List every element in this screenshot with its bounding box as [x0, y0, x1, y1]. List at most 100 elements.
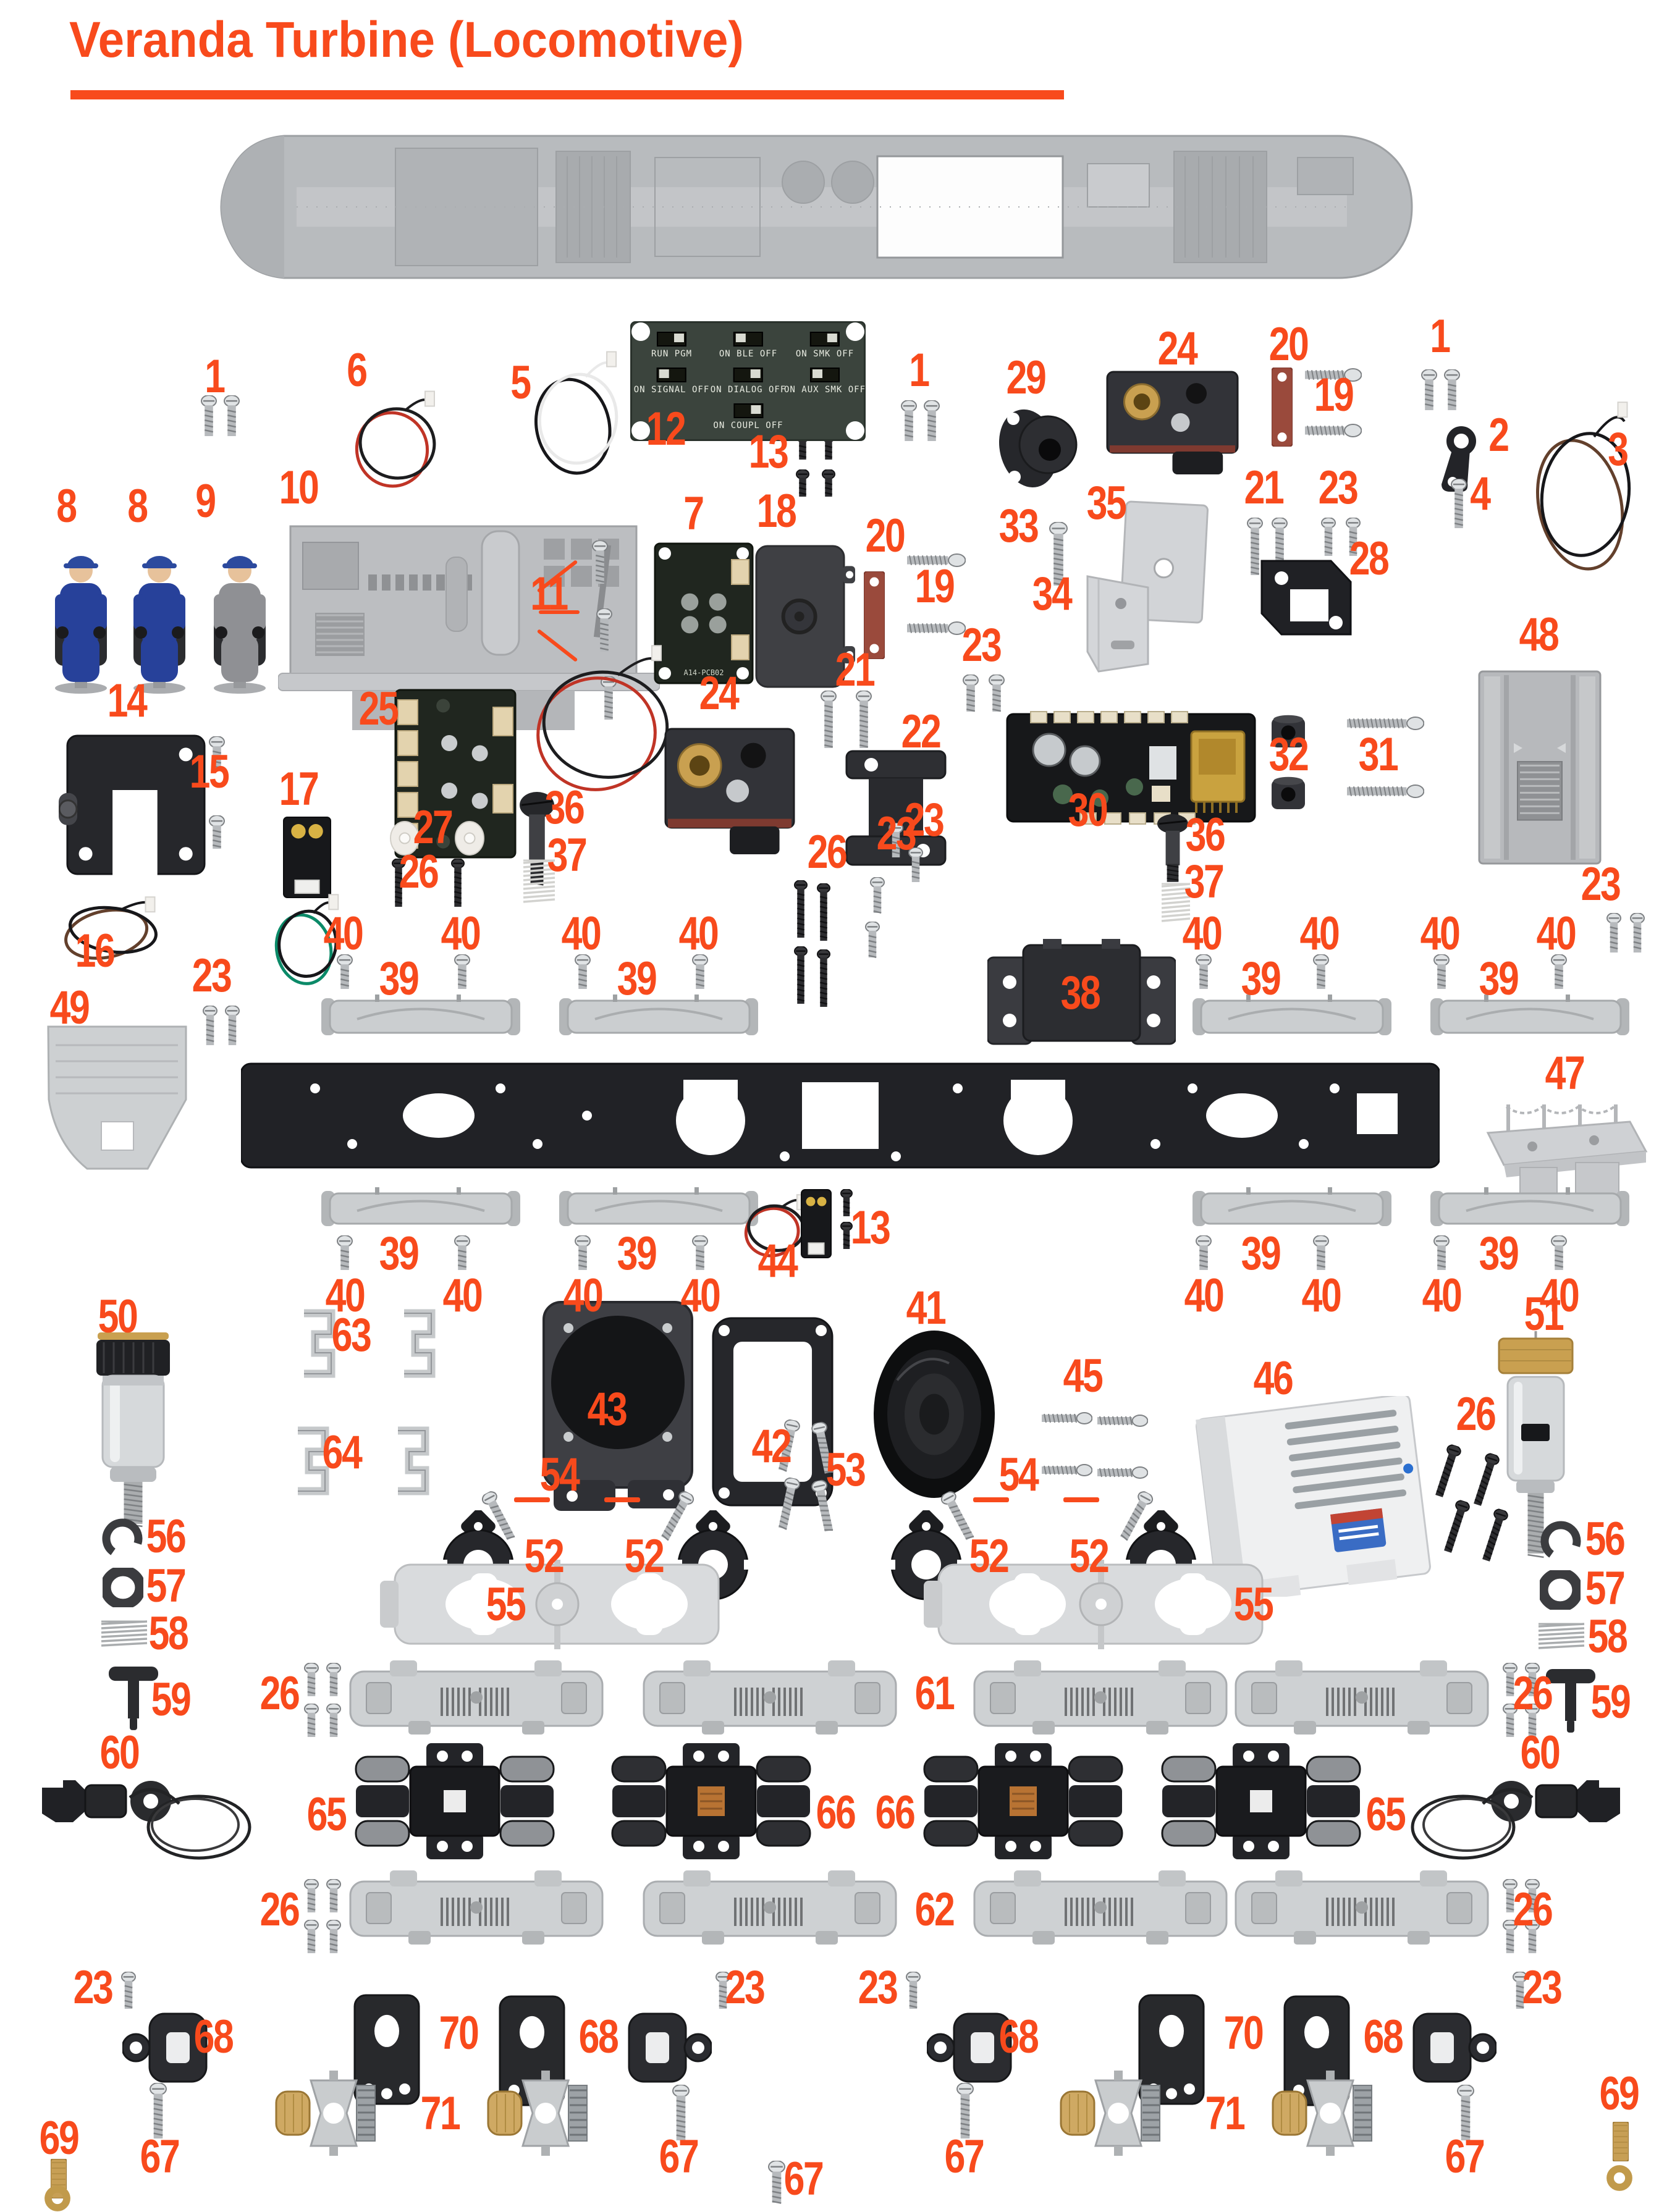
screw	[1313, 1235, 1329, 1271]
pcb-mount-hole	[631, 421, 650, 440]
speaker-gasket	[709, 1314, 836, 1509]
callout-40: 40	[1536, 907, 1577, 960]
speaker-housing	[536, 1296, 700, 1513]
callout-25: 25	[358, 683, 399, 735]
hanger-bar	[1193, 1186, 1391, 1231]
callout-58: 58	[1587, 1610, 1628, 1663]
callout-70: 70	[439, 2007, 479, 2059]
screw	[1630, 912, 1645, 954]
pickup-roller	[275, 2069, 391, 2157]
callout-45: 45	[1063, 1350, 1104, 1402]
page-title: Veranda Turbine (Locomotive)	[69, 12, 744, 68]
callout-54: 54	[539, 1449, 580, 1501]
screw	[840, 1221, 853, 1250]
spring	[100, 1620, 148, 1648]
callout-46: 46	[1253, 1352, 1294, 1405]
callout-1: 1	[909, 344, 930, 397]
screw	[224, 395, 240, 437]
screw	[657, 1489, 696, 1543]
callout-42: 42	[751, 1420, 792, 1473]
screw	[454, 954, 470, 990]
screw	[692, 954, 708, 990]
plastic-grommet	[389, 820, 420, 856]
step-bracket	[395, 1308, 440, 1396]
callout-17: 17	[279, 763, 319, 815]
callout-23: 23	[904, 794, 945, 846]
callout-1: 1	[1430, 310, 1451, 363]
screw	[822, 469, 835, 498]
screw	[1196, 954, 1212, 990]
screw	[865, 921, 880, 959]
callout-8: 8	[56, 480, 77, 532]
callout-37: 37	[547, 829, 588, 881]
uncoupling-pin	[1546, 1669, 1595, 1734]
callout-53: 53	[825, 1444, 866, 1496]
screw	[1525, 1878, 1540, 1914]
screw	[870, 877, 885, 914]
switch-label: RUN PGM	[651, 349, 693, 359]
callout-39: 39	[379, 953, 420, 1005]
screw	[203, 1005, 217, 1046]
callout-31: 31	[1358, 728, 1399, 781]
machine-screw	[1042, 1464, 1093, 1476]
dip-switch-cell: ON COUPL OFF	[713, 403, 783, 431]
callout-8: 8	[127, 480, 148, 532]
pcb-mount-hole	[846, 421, 864, 440]
truck-bolster	[924, 1560, 1277, 1649]
callout-37: 37	[1184, 856, 1225, 908]
callout-26: 26	[399, 846, 439, 898]
screw	[939, 1489, 978, 1543]
callout-66: 66	[875, 1786, 916, 1839]
callout-40: 40	[1301, 1269, 1342, 1322]
crew-figure	[193, 545, 287, 696]
callout-52: 52	[624, 1530, 665, 1583]
callout-33: 33	[998, 500, 1039, 552]
screw	[908, 847, 923, 883]
screw	[326, 1878, 341, 1914]
machine-screw	[1097, 1415, 1149, 1427]
callout-24: 24	[699, 667, 740, 720]
hanger-bar	[321, 1186, 520, 1231]
screw	[810, 1479, 837, 1534]
callout-38: 38	[1060, 967, 1101, 1019]
callout-14: 14	[107, 675, 148, 727]
callout-67: 67	[1445, 2130, 1485, 2183]
callout-60: 60	[99, 1726, 140, 1779]
screw	[692, 1235, 708, 1271]
control-module	[1191, 1394, 1435, 1601]
callout-23: 23	[192, 949, 232, 1002]
dip-switch-cell: RUN PGM	[651, 332, 692, 359]
machine-screw	[1347, 717, 1425, 730]
screw	[1444, 369, 1460, 411]
screw	[575, 954, 591, 990]
callout-22: 22	[901, 705, 942, 758]
callout-27: 27	[413, 801, 454, 854]
callout-57: 57	[146, 1560, 187, 1612]
wire-harness	[271, 893, 342, 995]
callout-58: 58	[148, 1607, 189, 1660]
callout-26: 26	[1513, 1667, 1553, 1720]
screw	[768, 2160, 785, 2204]
callout-69: 69	[1599, 2067, 1640, 2120]
hanger-bar	[1430, 1186, 1629, 1231]
brass-standoff	[1612, 2121, 1629, 2162]
switch-label: ON BLE OFF	[719, 349, 778, 359]
pilot	[44, 1006, 190, 1175]
screw	[326, 1703, 341, 1738]
motor-mount-ring	[880, 1509, 972, 1603]
hanger-bar	[559, 993, 758, 1040]
slide-switch	[809, 368, 840, 382]
callout-55: 55	[486, 1578, 526, 1631]
screw	[810, 1421, 837, 1476]
callout-59: 59	[1590, 1676, 1631, 1728]
callout-4: 4	[1470, 468, 1491, 520]
callout-71: 71	[1205, 2087, 1246, 2140]
callout-36: 36	[1185, 809, 1226, 861]
callout-68: 68	[998, 2011, 1039, 2063]
screw	[1433, 1235, 1450, 1271]
callout-65: 65	[1366, 1788, 1406, 1841]
screw	[209, 736, 225, 771]
machine-screw	[907, 621, 966, 635]
callout-23: 23	[1318, 461, 1359, 514]
